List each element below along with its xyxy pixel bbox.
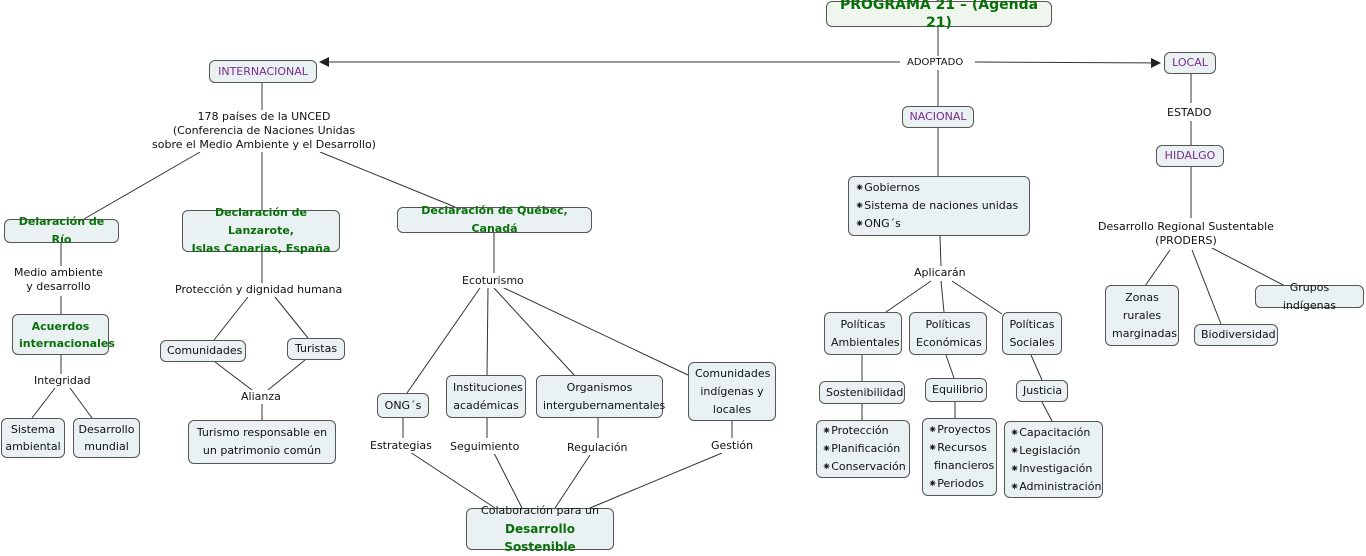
node-politicas-ambientales: Políticas Ambientales (824, 312, 902, 355)
pol-amb-line-2: Ambientales (831, 335, 900, 349)
organismos-line-2: intergubernamentales (543, 398, 666, 412)
node-grupos-indigenas: Grupos indígenas (1255, 281, 1364, 312)
node-comunidades: Comunidades (160, 340, 246, 362)
eco-item-1: ⁕Proyectos (928, 423, 991, 436)
pol-eco-line-1: Políticas (925, 317, 971, 331)
label-adoptado: ADOPTADO (905, 56, 966, 70)
comunidades-indigenas-line-2: indígenas y (700, 384, 764, 398)
node-nacional: NACIONAL (902, 106, 974, 128)
label-seguimiento: Seguimiento (448, 440, 522, 454)
label-gestion: Gestión (709, 439, 756, 453)
turismo-line-1: Turismo responsable en (196, 426, 328, 439)
eco-item-3: financieros (934, 459, 995, 472)
proders-line-2: (PRODERS) (1155, 234, 1217, 247)
node-colaboracion-desarrollo-sostenible: Colaboración para un Desarrollo Sostenib… (466, 504, 614, 554)
label-estado: ESTADO (1165, 106, 1214, 120)
node-items-sociales: ⁕Capacitación ⁕Legislación ⁕Investigació… (1004, 421, 1103, 498)
label-unced: 178 países de la UNCED (Conferencia de N… (144, 110, 384, 152)
label-proteccion-dignidad: Protección y dignidad humana (173, 283, 345, 297)
label-ecoturismo: Ecoturismo (460, 274, 526, 288)
node-biodiversidad: Biodiversidad (1194, 324, 1278, 346)
eco-item-2: ⁕Recursos (928, 441, 987, 454)
label-medio-ambiente: Medio ambiente y desarrollo (12, 266, 105, 294)
node-items-ambientales: ⁕Protección ⁕Planificación ⁕Conservación (816, 420, 910, 478)
turismo-line-2: un patrimonio común (202, 444, 322, 457)
instituciones-line-1: Instituciones (453, 380, 523, 394)
colaboracion-line-2: Desarrollo Sostenible (504, 522, 576, 554)
node-comunidades-indigenas: Comunidades indígenas y locales (688, 362, 776, 421)
node-sostenibilidad: Sostenibilidad (819, 381, 905, 404)
proders-line-1: Desarrollo Regional Sustentable (1098, 220, 1274, 233)
node-items-economicas: ⁕Proyectos ⁕Recursos financieros ⁕Period… (922, 418, 997, 496)
node-nacional-list: ⁕Gobiernos ⁕Sistema de naciones unidas ⁕… (848, 176, 1030, 236)
node-equilibrio: Equilibrio (925, 378, 987, 402)
node-zonas-rurales: Zonas rurales marginadas (1105, 285, 1179, 346)
node-politicas-sociales: Políticas Sociales (1002, 312, 1062, 355)
soc-item-2: ⁕Legislación (1010, 443, 1081, 457)
node-hidalgo: HIDALGO (1156, 145, 1224, 167)
pol-amb-line-1: Políticas (840, 317, 886, 331)
comunidades-indigenas-line-1: Comunidades (695, 366, 771, 380)
unced-line-3: sobre el Medio Ambiente y el Desarrollo) (152, 138, 376, 151)
arrow-to-local (974, 57, 1161, 68)
node-acuerdos-internacionales: Acuerdos internacionales (12, 314, 115, 355)
amb-item-2: ⁕Planificación (822, 442, 901, 455)
label-alianza: Alianza (239, 390, 283, 404)
label-regulacion: Regulación (565, 441, 630, 455)
zonas-line-3: marginadas (1112, 326, 1177, 340)
acuerdos-line-1: Acuerdos (31, 319, 90, 333)
soc-item-4: ⁕Administración (1010, 479, 1102, 493)
instituciones-line-2: académicas (453, 398, 519, 412)
label-aplicaran: Aplicarán (912, 266, 968, 280)
lanzarote-line-2: Islas Canarias, España (191, 242, 331, 255)
soc-item-3: ⁕Investigación (1010, 461, 1093, 475)
organismos-line-1: Organismos (566, 380, 633, 394)
medio-ambiente-line-1: Medio ambiente (14, 266, 103, 279)
lanzarote-line-1: Declaración de Lanzarote, (215, 206, 307, 237)
zonas-line-1: Zonas (1125, 290, 1159, 304)
node-ongs: ONG´s (377, 393, 429, 418)
amb-item-1: ⁕Protección (822, 424, 889, 437)
sistema-line-2: ambiental (5, 440, 61, 453)
pol-eco-line-2: Económicas (916, 335, 982, 349)
node-local: LOCAL (1164, 52, 1216, 74)
nacional-item-3: ⁕ONG´s (855, 217, 901, 230)
zonas-line-2: rurales (1122, 308, 1162, 322)
label-proders: Desarrollo Regional Sustentable (PRODERS… (1096, 220, 1276, 248)
node-turistas: Turistas (287, 338, 345, 360)
node-turismo-responsable: Turismo responsable en un patrimonio com… (188, 420, 336, 464)
node-declaracion-lanzarote: Declaración de Lanzarote, Islas Canarias… (182, 206, 340, 255)
node-declaracion-quebec: Declaración de Québec, Canadá (397, 204, 592, 235)
node-politicas-economicas: Políticas Económicas (909, 312, 987, 355)
node-programa-21: PROGRAMA 21 – (Agenda 21) (826, 0, 1052, 31)
node-declaracion-rio: Delaración de Río (4, 215, 119, 246)
colaboracion-line-1: Colaboración para un (481, 504, 599, 517)
unced-line-2: (Conferencia de Naciones Unidas (172, 124, 356, 137)
comunidades-indigenas-line-3: locales (712, 402, 752, 416)
desarrollo-line-1: Desarrollo (78, 423, 135, 436)
pol-soc-line-2: Sociales (1009, 335, 1055, 349)
amb-item-3: ⁕Conservación (822, 460, 906, 473)
nacional-item-2: ⁕Sistema de naciones unidas (855, 199, 1019, 212)
nacional-item-1: ⁕Gobiernos (855, 181, 921, 194)
node-instituciones-academicas: Instituciones académicas (446, 375, 526, 418)
label-estrategias: Estrategias (368, 439, 434, 453)
pol-soc-line-1: Políticas (1009, 317, 1055, 331)
node-internacional: INTERNACIONAL (209, 60, 317, 83)
desarrollo-line-2: mundial (84, 440, 129, 453)
eco-item-4: ⁕Periodos (928, 477, 984, 490)
soc-item-1: ⁕Capacitación (1010, 425, 1091, 439)
node-desarrollo-mundial: Desarrollo mundial (73, 418, 140, 458)
medio-ambiente-line-2: y desarrollo (26, 280, 91, 293)
node-organismos-intergubernamentales: Organismos intergubernamentales (536, 375, 666, 418)
unced-line-1: 178 países de la UNCED (197, 110, 331, 123)
acuerdos-line-2: internacionales (19, 336, 115, 350)
sistema-line-1: Sistema (10, 423, 56, 436)
label-integridad: Integridad (32, 374, 93, 388)
node-sistema-ambiental: Sistema ambiental (1, 418, 65, 458)
node-justicia: Justicia (1016, 380, 1068, 402)
